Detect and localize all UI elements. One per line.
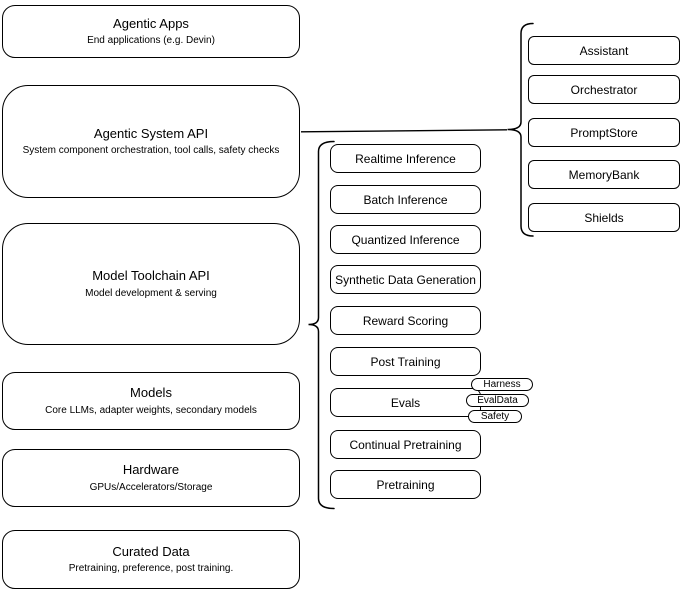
node-evals: Evals	[330, 388, 481, 417]
node-subtitle: Core LLMs, adapter weights, secondary mo…	[45, 404, 257, 416]
node-subtitle: System component orchestration, tool cal…	[22, 145, 280, 157]
node-hardware: Hardware GPUs/Accelerators/Storage	[2, 449, 300, 507]
node-title: Curated Data	[112, 543, 190, 559]
node-pretraining: Pretraining	[330, 470, 481, 499]
node-curated-data: Curated Data Pretraining, preference, po…	[2, 530, 300, 589]
node-title: Hardware	[122, 462, 180, 478]
node-title: Models	[130, 385, 172, 401]
node-title: Model Toolchain API	[92, 268, 210, 284]
connector-system-api-line	[300, 129, 508, 133]
node-subtitle: Pretraining, preference, post training.	[68, 563, 234, 575]
node-continual-pretraining: Continual Pretraining	[330, 430, 481, 459]
node-subtitle: GPUs/Accelerators/Storage	[89, 481, 213, 493]
node-assistant: Assistant	[528, 36, 680, 65]
node-memorybank: MemoryBank	[528, 160, 680, 189]
node-orchestrator: Orchestrator	[528, 75, 680, 104]
brace-toolchain	[308, 140, 335, 510]
node-models: Models Core LLMs, adapter weights, secon…	[2, 372, 300, 430]
node-synthetic-data-generation: Synthetic Data Generation	[330, 265, 481, 294]
node-promptstore: PromptStore	[528, 118, 680, 147]
node-model-toolchain-api: Model Toolchain API Model development & …	[2, 223, 300, 345]
node-realtime-inference: Realtime Inference	[330, 144, 481, 173]
node-post-training: Post Training	[330, 347, 481, 376]
brace-system-components	[507, 22, 534, 237]
node-agentic-apps: Agentic Apps End applications (e.g. Devi…	[2, 5, 300, 58]
node-subtitle: Model development & serving	[85, 287, 217, 299]
node-batch-inference: Batch Inference	[330, 185, 481, 214]
node-title: Agentic System API	[93, 125, 209, 141]
tag-evaldata: EvalData	[466, 394, 529, 407]
tag-safety: Safety	[468, 410, 522, 423]
node-agentic-system-api: Agentic System API System component orch…	[2, 85, 300, 198]
node-title: Agentic Apps	[113, 15, 189, 31]
node-reward-scoring: Reward Scoring	[330, 306, 481, 335]
tag-harness: Harness	[471, 378, 533, 391]
node-subtitle: End applications (e.g. Devin)	[87, 35, 215, 47]
node-quantized-inference: Quantized Inference	[330, 225, 481, 254]
node-shields: Shields	[528, 203, 680, 232]
